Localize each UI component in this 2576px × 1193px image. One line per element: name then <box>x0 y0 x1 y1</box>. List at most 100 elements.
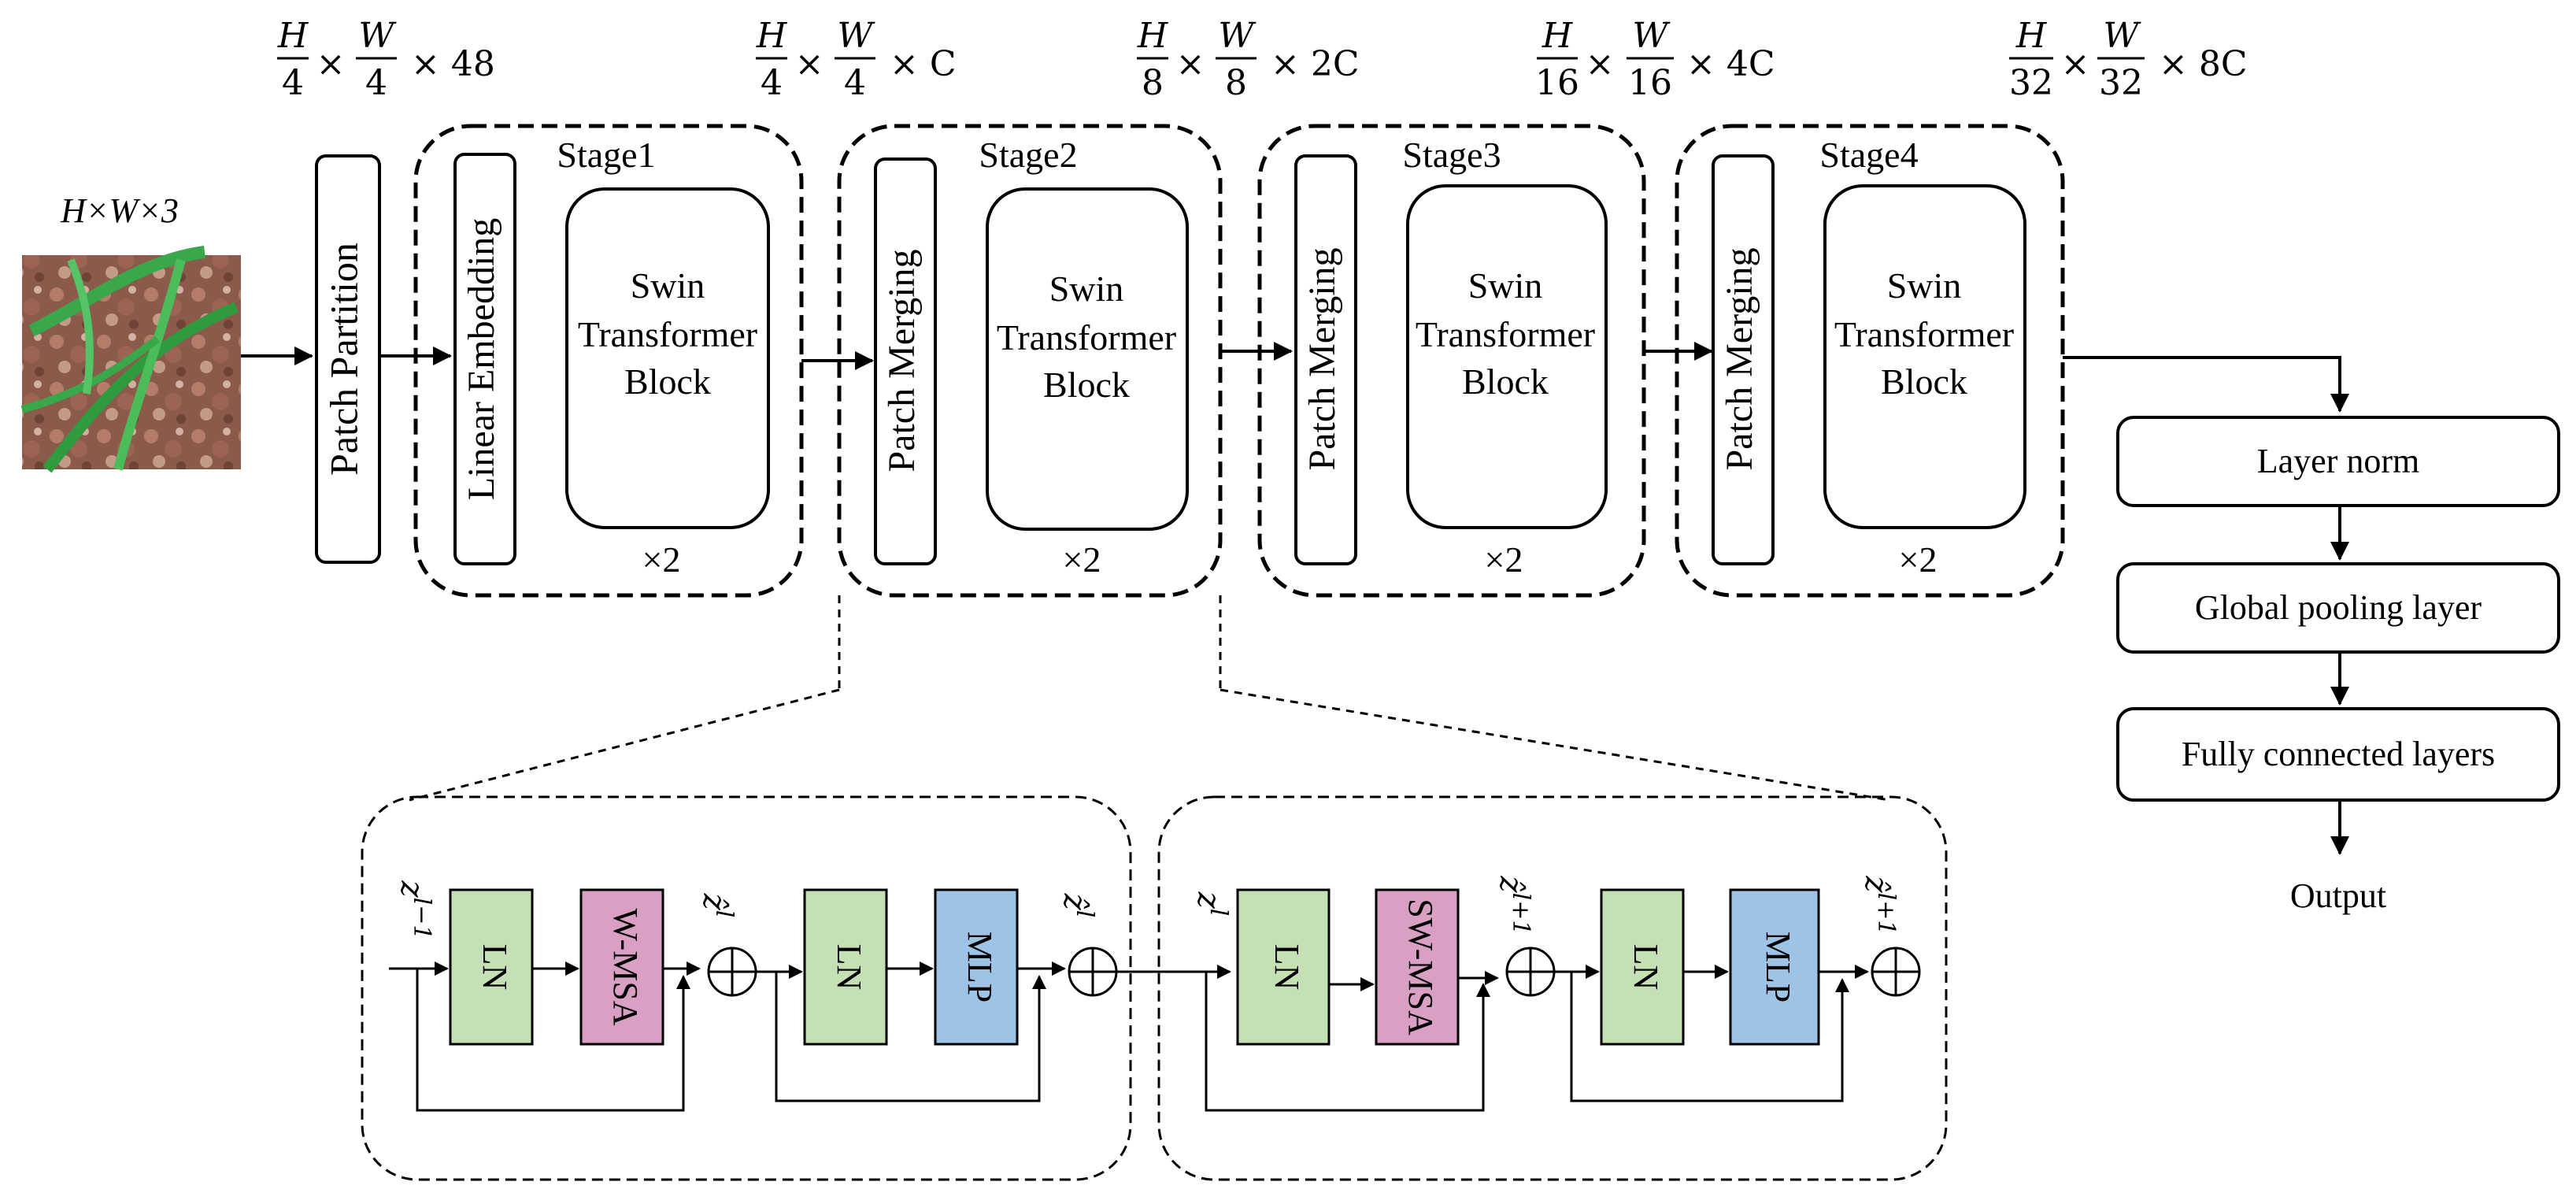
stage2-repeat: ×2 <box>1063 539 1101 580</box>
global-pooling-label: Global pooling layer <box>2195 588 2482 627</box>
svg-text:8: 8 <box>1225 63 1247 103</box>
svg-text:× 4C: × 4C <box>1686 44 1775 84</box>
svg-text:16: 16 <box>1535 63 1579 103</box>
stage1-title: Stage1 <box>557 135 655 175</box>
patch-partition-label: Patch Partition <box>321 243 365 476</box>
stage1-repeat: ×2 <box>642 539 681 580</box>
dimension-label-stage1: H 4 × W 4 × C <box>756 16 957 103</box>
stage4-swin-line3: Block <box>1881 361 1967 402</box>
stage1-swin-line1: Swin <box>631 265 705 306</box>
svg-text:W: W <box>837 16 875 56</box>
detail-block1: zl−1 LN W-MSA ẑl LN MLP <box>361 795 1132 1181</box>
block2-residual2 <box>1570 972 1849 1102</box>
svg-text:4: 4 <box>282 63 304 103</box>
stage4-title: Stage4 <box>1819 135 1918 175</box>
svg-text:H: H <box>2015 16 2048 56</box>
stage1-swin-block <box>565 187 770 529</box>
svg-text:×: × <box>1586 44 1615 84</box>
block1-residual2 <box>775 972 1046 1102</box>
stage2-swin-line1: Swin <box>1049 269 1124 309</box>
stage4-repeat: ×2 <box>1899 539 1938 580</box>
svg-text:×: × <box>316 44 346 84</box>
block2-mlp-box <box>1729 888 1820 1046</box>
stage2: Stage2 Patch Merging Swin Transformer Bl… <box>837 124 1223 598</box>
block1-wmsa-box <box>579 888 664 1046</box>
block1-add1-icon <box>707 947 757 997</box>
dimension-label-stage2: H 8 × W 8 × 2C <box>1137 16 1360 103</box>
stage4-patch-merging-label: Patch Merging <box>1719 247 1760 470</box>
svg-text:× 8C: × 8C <box>2159 44 2248 84</box>
stage2-patch-merging-label: Patch Merging <box>881 249 923 472</box>
block2-residual1 <box>1205 972 1490 1112</box>
stage4: Stage4 Patch Merging Swin Transformer Bl… <box>1675 124 2065 598</box>
svg-text:× 48: × 48 <box>411 44 495 84</box>
stage3-swin-line1: Swin <box>1468 265 1543 306</box>
stage2-swin-block <box>986 187 1189 531</box>
detail-block1-frame <box>361 795 1132 1181</box>
block2-ln1-label: LN <box>1268 944 1306 991</box>
svg-text:W: W <box>358 16 397 56</box>
block1-input-label: zl−1 <box>394 880 435 940</box>
stage4-frame <box>1675 124 2065 598</box>
block1-out-label: ẑl <box>1057 893 1098 918</box>
detail-block2-frame <box>1157 795 1948 1181</box>
block2-ln2-label: LN <box>1627 944 1665 991</box>
block2-ln1-box <box>1236 888 1331 1046</box>
zoom-line-right-diagonal <box>1220 688 1890 802</box>
block2-swmsa-label: SW-MSA <box>1401 898 1440 1036</box>
svg-text:16: 16 <box>1628 63 1672 103</box>
stage1-frame <box>413 124 804 598</box>
svg-text:H: H <box>277 16 309 56</box>
svg-text:H: H <box>1542 16 1574 56</box>
fully-connected-label: Fully connected layers <box>2182 735 2495 773</box>
svg-text:× 2C: × 2C <box>1271 44 1360 84</box>
stage3-swin-line2: Transformer <box>1416 314 1595 354</box>
detail-block2: zl LN SW-MSA ẑl+1 LN MLP ẑl <box>1157 795 1948 1181</box>
dimension-label-stage3: H 16 × W 16 × 4C <box>1535 16 1775 103</box>
stage4-patch-merging-box <box>1712 154 1775 565</box>
stage1: Stage1 Linear Embedding Swin Transformer… <box>413 124 804 598</box>
dimension-label-stage4: H 32 × W 32 × 8C <box>2009 16 2248 103</box>
input-image <box>20 246 241 473</box>
svg-text:W: W <box>1218 16 1257 56</box>
svg-text:×: × <box>2061 44 2090 84</box>
stage1-linear-embedding-box <box>453 153 516 565</box>
stage4-swin-line1: Swin <box>1887 265 1962 306</box>
svg-text:32: 32 <box>2099 63 2143 103</box>
arrow-stage4-to-layer-norm <box>2063 356 2349 413</box>
block1-ln1-box <box>449 888 534 1046</box>
block2-mlp-label: MLP <box>1759 932 1797 1002</box>
svg-text:4: 4 <box>761 63 783 103</box>
stage1-linear-embedding-label: Linear Embedding <box>461 218 502 501</box>
layer-norm-label: Layer norm <box>2257 442 2419 480</box>
block1-residual1 <box>416 969 690 1112</box>
svg-text:8: 8 <box>1142 63 1164 103</box>
stage1-swin-line3: Block <box>624 361 711 402</box>
dimension-label-input: H 4 × W 4 × 48 <box>277 16 495 103</box>
block1-ln2-box <box>803 888 888 1046</box>
block2-ln2-box <box>1600 888 1685 1046</box>
stage3-swin-block <box>1406 184 1608 529</box>
stage2-title: Stage2 <box>979 135 1077 175</box>
svg-text:× C: × C <box>890 44 957 84</box>
block2-swmsa-box <box>1375 888 1460 1046</box>
output-label: Output <box>2290 876 2386 915</box>
svg-text:×: × <box>1176 44 1205 84</box>
stage2-swin-line2: Transformer <box>997 317 1176 358</box>
svg-text:4: 4 <box>844 63 866 103</box>
block1-add2-icon <box>1068 947 1118 997</box>
stage3: Stage3 Patch Merging Swin Transformer Bl… <box>1257 124 1646 598</box>
input-dimension-label: H×W×3 <box>60 191 179 230</box>
patch-partition-box <box>315 154 381 564</box>
block1-ln2-label: LN <box>830 944 868 991</box>
stage4-swin-line2: Transformer <box>1834 314 2014 354</box>
stage3-repeat: ×2 <box>1485 539 1523 580</box>
block1-mlp-label: MLP <box>960 932 999 1002</box>
svg-text:32: 32 <box>2009 63 2053 103</box>
block1-mid-label: ẑl <box>696 893 738 918</box>
svg-text:H: H <box>756 16 788 56</box>
svg-text:W: W <box>2103 16 2141 56</box>
block2-mid-label: ẑl+1 <box>1493 876 1534 936</box>
stage2-swin-line3: Block <box>1043 365 1130 405</box>
